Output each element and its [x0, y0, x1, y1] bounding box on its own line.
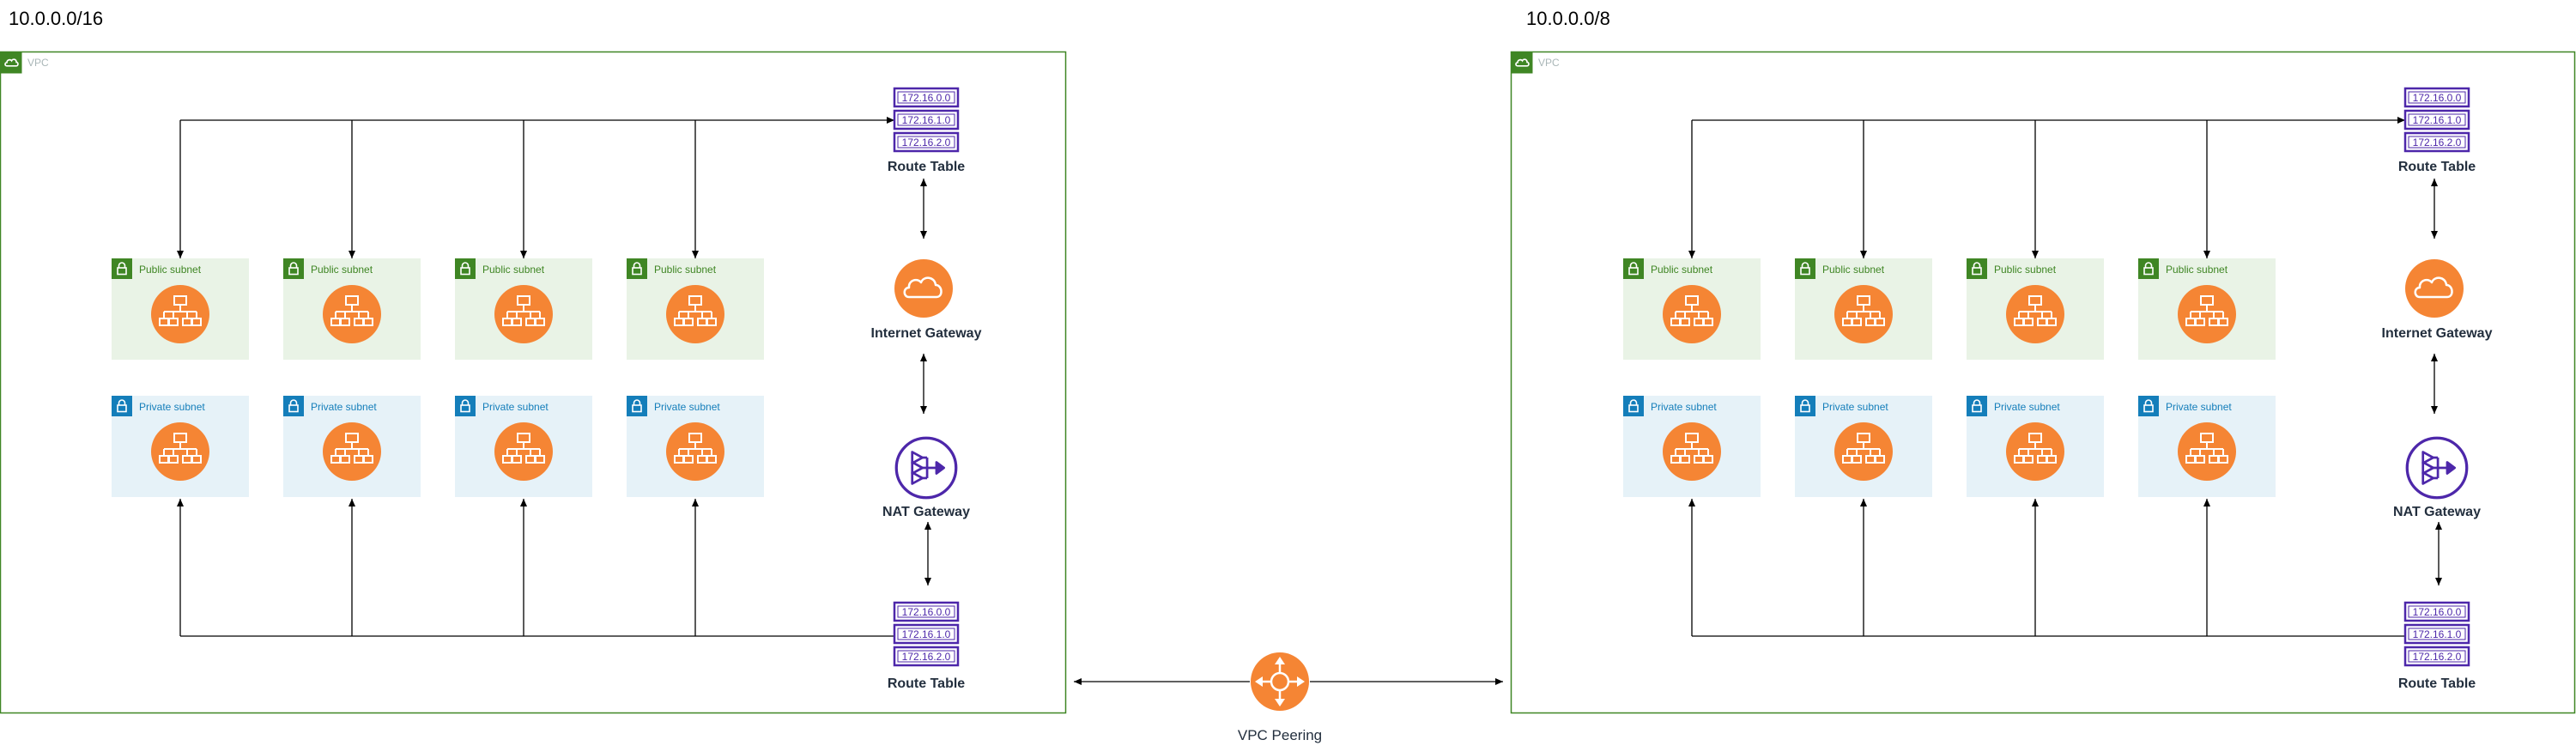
hierarchy-network-icon: [1834, 421, 1894, 482]
private-subnet: Private subnet: [2138, 396, 2276, 497]
route-table-label: Route Table: [888, 160, 965, 174]
internet-gateway: Internet Gateway: [2382, 258, 2493, 341]
nat-gateway: NAT Gateway: [882, 436, 970, 519]
hierarchy-network-icon: [322, 421, 382, 482]
route-entry: 172.16.1.0: [2413, 628, 2462, 640]
internet-gateway-label: Internet Gateway: [2382, 326, 2493, 341]
vpc-cidr-title: 10.0.0.0/16: [9, 8, 103, 29]
route-table: 172.16.0.0 172.16.1.0 172.16.2.0 Route T…: [2398, 601, 2476, 691]
hierarchy-network-icon: [665, 421, 725, 482]
nat-gateway-icon: [894, 436, 958, 500]
peering-router-icon: [1250, 652, 1310, 712]
route-entry: 172.16.2.0: [902, 136, 951, 149]
vpc-label: VPC: [27, 57, 49, 69]
private-subnet: Private subnet: [455, 396, 592, 497]
subnet-label: Public subnet: [1651, 264, 1713, 276]
private-subnet: Private subnet: [112, 396, 249, 497]
nat-gateway: NAT Gateway: [2393, 436, 2481, 519]
subnet-label: Public subnet: [311, 264, 373, 276]
route-table: 172.16.0.0 172.16.1.0 172.16.2.0 Route T…: [888, 87, 965, 174]
route-entry: 172.16.1.0: [902, 114, 951, 126]
subnet-label: Public subnet: [1994, 264, 2057, 276]
subnet-label: Public subnet: [1822, 264, 1885, 276]
subnet-label: Private subnet: [1822, 401, 1888, 413]
subnet-label: Public subnet: [654, 264, 717, 276]
private-subnet: Private subnet: [283, 396, 421, 497]
public-subnet: Public subnet: [1623, 258, 1761, 360]
hierarchy-network-icon: [2005, 421, 2065, 482]
nat-gateway-icon: [2405, 436, 2469, 500]
hierarchy-network-icon: [2177, 284, 2237, 344]
nat-gateway-label: NAT Gateway: [882, 505, 970, 519]
hierarchy-network-icon: [1662, 421, 1722, 482]
internet-gateway: Internet Gateway: [871, 258, 982, 341]
hierarchy-network-icon: [494, 421, 554, 482]
private-subnet: Private subnet: [1623, 396, 1761, 497]
subnet-label: Public subnet: [482, 264, 545, 276]
vpc-container: [1510, 51, 2576, 714]
vpc-container: [0, 51, 1067, 714]
private-subnet: Private subnet: [1795, 396, 1932, 497]
hierarchy-network-icon: [150, 284, 210, 344]
connector-lines: [177, 117, 931, 637]
vpc-label: VPC: [1538, 57, 1560, 69]
private-subnet: Private subnet: [1967, 396, 2104, 497]
private-subnet: Private subnet: [627, 396, 764, 497]
cloud-icon: [894, 258, 954, 318]
hierarchy-network-icon: [2005, 284, 2065, 344]
route-table: 172.16.0.0 172.16.1.0 172.16.2.0 Route T…: [2398, 87, 2476, 174]
subnet-label: Private subnet: [482, 401, 549, 413]
subnet-label: Private subnet: [311, 401, 377, 413]
subnet-label: Public subnet: [2166, 264, 2228, 276]
hierarchy-network-icon: [1834, 284, 1894, 344]
nat-gateway-label: NAT Gateway: [2393, 505, 2481, 519]
subnet-label: Private subnet: [1994, 401, 2060, 413]
route-entry: 172.16.0.0: [2413, 606, 2462, 618]
public-subnet: Public subnet: [1967, 258, 2104, 360]
subnet-label: Private subnet: [2166, 401, 2232, 413]
hierarchy-network-icon: [322, 284, 382, 344]
public-subnet: Public subnet: [2138, 258, 2276, 360]
vpc-badge: [1511, 52, 1533, 74]
route-entry: 172.16.2.0: [2413, 651, 2462, 663]
route-entry: 172.16.2.0: [2413, 136, 2462, 149]
hierarchy-network-icon: [2177, 421, 2237, 482]
cloud-icon: [2404, 258, 2464, 318]
connector-lines: [1688, 117, 2442, 637]
vpc-peering-label: VPC Peering: [1238, 727, 1322, 743]
public-subnet: Public subnet: [455, 258, 592, 360]
hierarchy-network-icon: [494, 284, 554, 344]
public-subnet: Public subnet: [1795, 258, 1932, 360]
hierarchy-network-icon: [665, 284, 725, 344]
route-entry: 172.16.1.0: [902, 628, 951, 640]
internet-gateway-label: Internet Gateway: [871, 326, 982, 341]
route-table-label: Route Table: [888, 676, 965, 691]
route-table-label: Route Table: [2398, 160, 2476, 174]
route-table-label: Route Table: [2398, 676, 2476, 691]
vpc-cidr-title: 10.0.0.0/8: [1526, 8, 1610, 29]
public-subnet: Public subnet: [283, 258, 421, 360]
route-entry: 172.16.0.0: [902, 92, 951, 104]
public-subnet: Public subnet: [627, 258, 764, 360]
hierarchy-network-icon: [1662, 284, 1722, 344]
subnet-label: Public subnet: [139, 264, 202, 276]
hierarchy-network-icon: [150, 421, 210, 482]
route-entry: 172.16.0.0: [2413, 92, 2462, 104]
route-entry: 172.16.0.0: [902, 606, 951, 618]
public-subnet: Public subnet: [112, 258, 249, 360]
subnet-label: Private subnet: [1651, 401, 1717, 413]
right-vpc: 10.0.0.0/8 VPC Public subnet: [1510, 8, 2576, 714]
subnet-label: Private subnet: [654, 401, 720, 413]
subnet-label: Private subnet: [139, 401, 205, 413]
vpc-badge: [0, 52, 22, 74]
route-table: 172.16.0.0 172.16.1.0 172.16.2.0 Route T…: [888, 601, 965, 691]
route-entry: 172.16.2.0: [902, 651, 951, 663]
route-entry: 172.16.1.0: [2413, 114, 2462, 126]
vpc-peering: VPC Peering: [1074, 652, 1503, 743]
left-vpc: 10.0.0.0/16 VPC Public subnet: [0, 8, 1067, 714]
